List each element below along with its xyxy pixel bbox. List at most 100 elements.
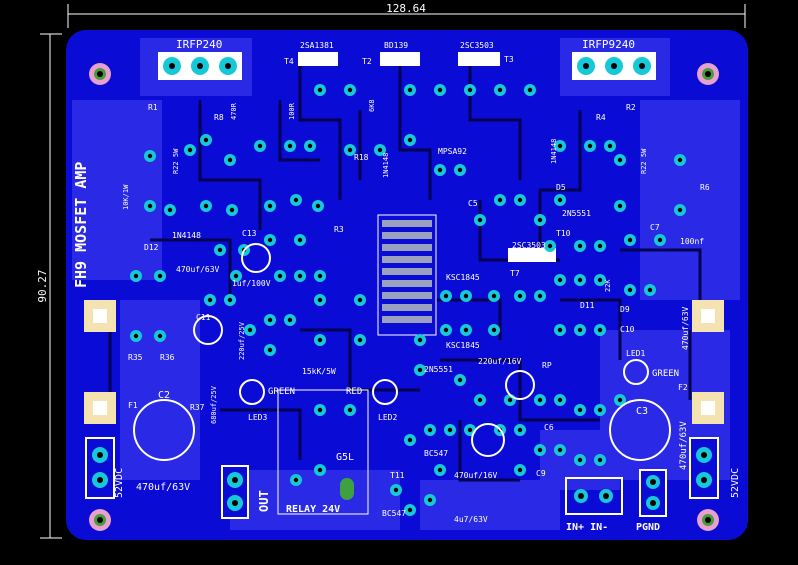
label-g5l: G5L <box>336 452 354 463</box>
label-100r: 100R <box>288 102 296 120</box>
pad-hole <box>347 147 353 153</box>
ref-d12: D12 <box>144 243 159 252</box>
label-10k1w-left: 10K/1W <box>122 184 130 210</box>
pad-hole <box>577 457 583 463</box>
heatsink <box>377 214 437 336</box>
pad-hole <box>617 203 623 209</box>
pad-hole <box>167 207 173 213</box>
ref-led1: LED1 <box>626 349 645 358</box>
label-green-1: GREEN <box>268 387 295 397</box>
pad-hole <box>517 197 523 203</box>
pad-hole <box>557 447 563 453</box>
ref-f1: F1 <box>128 401 138 410</box>
pad-hole <box>537 397 543 403</box>
ref-t4: T4 <box>284 57 294 66</box>
pad-hole <box>207 297 213 303</box>
label-sa1381: 2SA1381 <box>300 41 334 50</box>
label-52vdc-right: 52VDC <box>730 468 741 498</box>
label-red: RED <box>346 387 362 397</box>
ref-d5: D5 <box>556 183 566 192</box>
ref-r1: R1 <box>148 103 158 112</box>
big-capacitors <box>133 243 671 461</box>
label-1n4148c: 1N4148 <box>550 139 558 164</box>
pad-hole <box>203 203 209 209</box>
label-1n4148b: 1N4148 <box>382 153 390 178</box>
label-1uf: 1uf/100V <box>232 279 271 288</box>
pad-hole <box>267 203 273 209</box>
relay-pin-green <box>340 478 354 500</box>
ref-d9: D9 <box>620 305 630 314</box>
ref-r3: R3 <box>334 225 344 234</box>
pad-hole <box>507 397 513 403</box>
label-sc3503b: 2SC3503 <box>512 241 546 250</box>
pad-hole <box>557 327 563 333</box>
ref-led3: LED3 <box>248 413 267 422</box>
ref-r37: R37 <box>190 403 205 412</box>
pad-hole <box>467 427 473 433</box>
pad-hole <box>437 167 443 173</box>
pad-hole <box>133 333 139 339</box>
ref-r35: R35 <box>128 353 143 362</box>
pad-hole <box>577 327 583 333</box>
label-470r: 470R <box>230 102 238 120</box>
height-label: 90.27 <box>36 269 49 302</box>
pad-hole <box>357 337 363 343</box>
pad-hole <box>287 143 293 149</box>
label-cap4u7: 4u7/63V <box>454 515 488 524</box>
pad-hole <box>317 87 323 93</box>
pad-hole <box>597 277 603 283</box>
label-cap470-c: 470uf/63V <box>176 265 220 274</box>
label-n5551b: 2N5551 <box>424 365 453 374</box>
irfp9240-footprint <box>572 52 656 80</box>
pad-hole <box>437 87 443 93</box>
ref-r8: R8 <box>214 113 224 122</box>
label-sc3503a: 2SC3503 <box>460 41 494 50</box>
ref-d11: D11 <box>580 301 595 310</box>
pad-hole <box>467 87 473 93</box>
pad-hole <box>537 447 543 453</box>
pad-hole <box>293 197 299 203</box>
label-irfp9240: IRFP9240 <box>582 38 635 51</box>
pad-hole <box>557 397 563 403</box>
pad-hole <box>427 427 433 433</box>
ref-r4: R4 <box>596 113 606 122</box>
ref-t11: T11 <box>390 471 405 480</box>
dimension-lines <box>40 4 746 539</box>
label-irfp240: IRFP240 <box>176 38 222 51</box>
pad-hole <box>597 243 603 249</box>
power-connectors <box>85 437 719 519</box>
pad-hole <box>187 147 193 153</box>
pad-hole <box>437 467 443 473</box>
pad-hole <box>647 287 653 293</box>
label-mpsa92: MPSA92 <box>438 147 467 156</box>
pad-hole <box>597 457 603 463</box>
pad-hole <box>293 477 299 483</box>
ref-c3: C3 <box>636 406 648 417</box>
ref-c11: C11 <box>196 313 211 322</box>
pad-hole <box>537 217 543 223</box>
pad-hole <box>257 143 263 149</box>
pad-hole <box>457 377 463 383</box>
label-bc547a: BC547 <box>424 449 448 458</box>
pad-hole <box>317 407 323 413</box>
pad-hole <box>317 273 323 279</box>
pad-hole <box>407 437 413 443</box>
pad-hole <box>587 143 593 149</box>
width-label: 128.64 <box>386 2 426 15</box>
label-52vdc-left: 52VDC <box>114 468 125 498</box>
ref-r2: R2 <box>626 103 636 112</box>
label-out: OUT <box>257 490 271 512</box>
pad-hole <box>657 237 663 243</box>
ref-r36: R36 <box>160 353 175 362</box>
pad-hole <box>577 243 583 249</box>
pad-hole <box>577 407 583 413</box>
ref-t2: T2 <box>362 57 372 66</box>
pad-hole <box>517 427 523 433</box>
pad-hole <box>463 327 469 333</box>
pad-hole <box>203 137 209 143</box>
label-relay: RELAY 24V <box>286 504 340 515</box>
pad-hole <box>463 293 469 299</box>
label-pgnd: PGND <box>636 522 660 533</box>
label-r38: 15kK/5W <box>302 367 336 376</box>
